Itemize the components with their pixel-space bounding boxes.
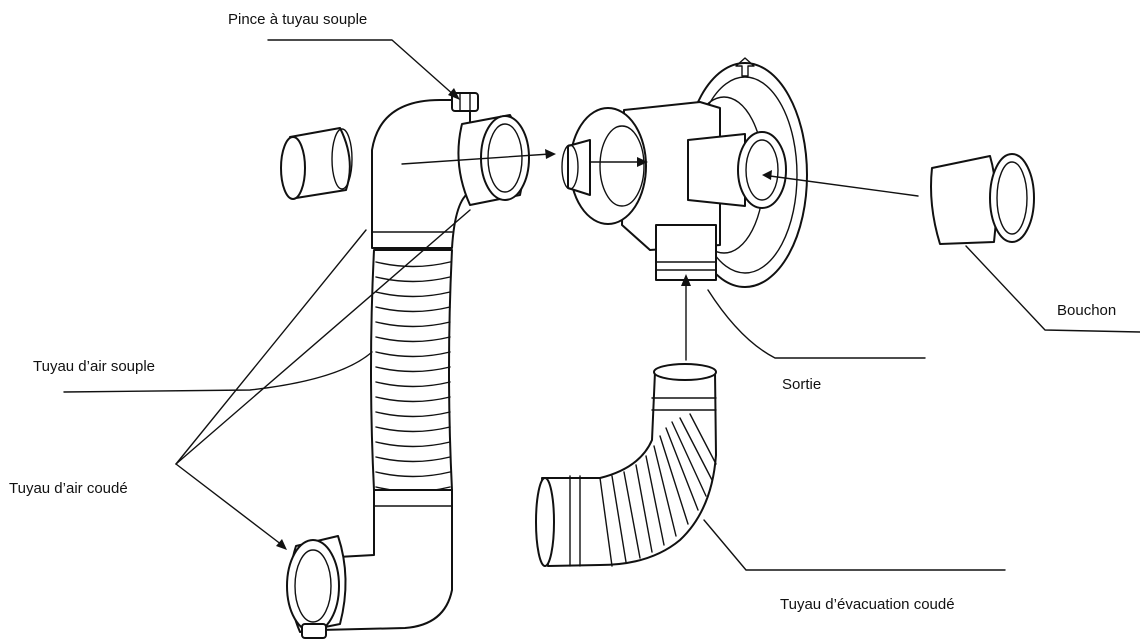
hose-rib	[375, 366, 451, 373]
hose-rib	[375, 351, 451, 358]
label-tuyau-coude: Tuyau d’air coudé	[9, 480, 128, 497]
upper-elbow	[371, 99, 471, 249]
drain-elbow-hose	[535, 363, 717, 567]
hose-rib	[375, 261, 451, 268]
hose-clamp-bottom	[286, 535, 347, 639]
label-tuyau-souple: Tuyau d’air souple	[33, 358, 156, 375]
label-evacuation: Tuyau d’évacuation coudé	[780, 596, 955, 613]
hose-rib	[375, 396, 451, 403]
label-sortie: Sortie	[782, 376, 822, 393]
outlet-tee-fitting	[561, 57, 808, 288]
hose-rib	[375, 426, 451, 433]
loose-sleeve-left	[280, 127, 353, 200]
hose-rib	[375, 471, 451, 478]
hose-rib	[375, 291, 451, 298]
hose-rib	[375, 381, 451, 388]
label-pince: Pince à tuyau souple	[228, 11, 368, 28]
leader-lines	[63, 39, 1140, 571]
hose-rib	[375, 276, 451, 283]
hose-rib	[375, 336, 451, 343]
hose-rib	[375, 411, 451, 418]
flexible-air-hose	[370, 249, 453, 493]
hose-rib	[375, 456, 451, 463]
hose-rib	[375, 321, 451, 328]
hose-rib	[375, 306, 451, 313]
hose-clamp-top	[451, 92, 530, 206]
label-bouchon: Bouchon	[1057, 302, 1117, 319]
assembly-arrows	[401, 149, 919, 361]
cap-bouchon	[930, 153, 1035, 245]
hose-rib	[375, 441, 451, 448]
